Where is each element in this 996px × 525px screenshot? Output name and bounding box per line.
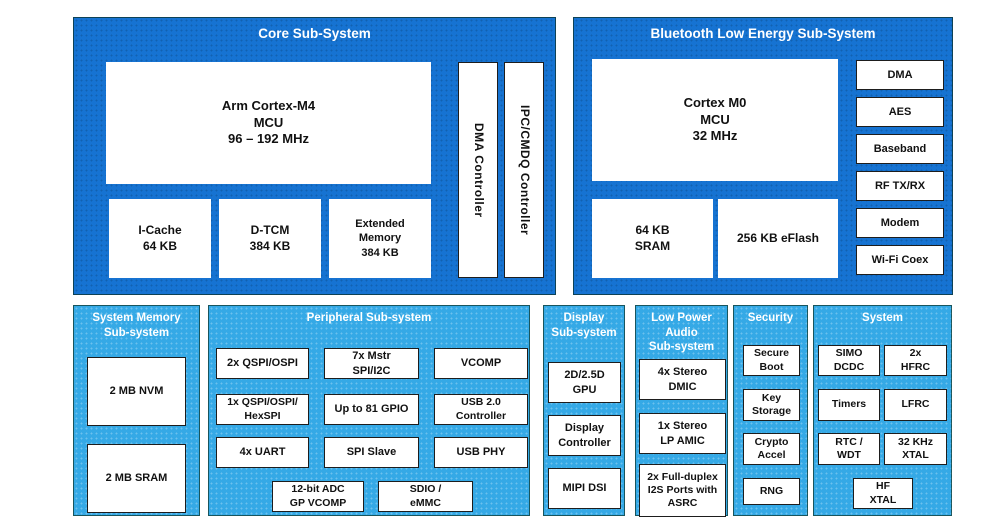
box-dtcm: D-TCM 384 KB [219,199,321,278]
box-ble-sram: 64 KB SRAM [592,199,713,278]
box-secure-boot: Secure Boot [743,345,800,376]
box-icache: I-Cache 64 KB [109,199,211,278]
box-display-controller: Display Controller [548,415,621,456]
ble-subsystem-title: Bluetooth Low Energy Sub-System [650,26,876,41]
core-subsystem-title: Core Sub-System [258,26,371,41]
box-qspi-ospi-hexspi: 1x QSPI/OSPI/ HexSPI [216,394,309,425]
box-qspi-ospi: 2x QSPI/OSPI [216,348,309,379]
box-ble-wifi-coex: Wi-Fi Coex [856,245,944,275]
box-rng: RNG [743,478,800,505]
box-32khz-xtal: 32 KHz XTAL [884,433,947,465]
display-subsystem-section: Display Sub-system 2D/2.5D GPU Display C… [543,305,625,516]
box-spi-slave: SPI Slave [324,437,419,468]
box-ble-dma: DMA [856,60,944,90]
system-memory-subsystem-section: System Memory Sub-system 2 MB NVM 2 MB S… [73,305,200,516]
box-adc-gp-vcomp: 12-bit ADC GP VCOMP [272,481,364,512]
box-simo-dcdc: SIMO DCDC [818,345,880,376]
box-cortex-m0-mcu: Cortex M0 MCU 32 MHz [592,59,838,181]
box-uart: 4x UART [216,437,309,468]
security-title: Security [747,312,794,324]
box-i2s-asrc: 2x Full-duplex I2S Ports with ASRC [639,464,726,517]
box-mstr-spi-i2c: 7x Mstr SPI/I2C [324,348,419,379]
box-dma-controller: DMA Controller [458,62,498,278]
box-key-storage: Key Storage [743,389,800,421]
box-ble-rf-tx-rx: RF TX/RX [856,171,944,201]
box-hf-xtal: HF XTAL [853,478,913,509]
box-gpu: 2D/2.5D GPU [548,362,621,403]
box-rtc-wdt: RTC / WDT [818,433,880,465]
box-ble-eflash: 256 KB eFlash [718,199,838,278]
box-stereo-dmic: 4x Stereo DMIC [639,359,726,400]
display-title: Display Sub-system [551,312,617,339]
core-subsystem-section: Core Sub-System Arm Cortex-M4 MCU 96 – 1… [73,17,556,295]
box-ble-modem: Modem [856,208,944,238]
box-extended-memory: Extended Memory 384 KB [329,199,431,278]
box-lfrc: LFRC [884,389,947,421]
box-crypto-accel: Crypto Accel [743,433,800,465]
box-ble-baseband: Baseband [856,134,944,164]
box-sdio-emmc: SDIO / eMMC [378,481,473,512]
system-section: System SIMO DCDC 2x HFRC Timers LFRC RTC… [813,305,952,516]
box-usb-phy: USB PHY [434,437,528,468]
system-title: System [862,312,903,324]
box-vcomp: VCOMP [434,348,528,379]
box-timers: Timers [818,389,880,421]
peripheral-title: Peripheral Sub-system [306,312,432,324]
box-ble-aes: AES [856,97,944,127]
ble-subsystem-section: Bluetooth Low Energy Sub-System Cortex M… [573,17,953,295]
box-gpio: Up to 81 GPIO [324,394,419,425]
peripheral-subsystem-section: Peripheral Sub-system 2x QSPI/OSPI 7x Ms… [208,305,530,516]
box-usb-controller: USB 2.0 Controller [434,394,528,425]
security-section: Security Secure Boot Key Storage Crypto … [733,305,808,516]
box-stereo-lp-amic: 1x Stereo LP AMIC [639,413,726,454]
box-nvm: 2 MB NVM [87,357,186,426]
box-arm-cortex-m4-mcu: Arm Cortex-M4 MCU 96 – 192 MHz [106,62,431,184]
system-memory-title: System Memory Sub-system [92,312,181,339]
box-ipc-cmdq-controller: IPC/CMDQ Controller [504,62,544,278]
audio-subsystem-section: Low Power Audio Sub-system 4x Stereo DMI… [635,305,728,517]
box-mipi-dsi: MIPI DSI [548,468,621,509]
audio-title: Low Power Audio Sub-system [648,312,715,354]
box-sram: 2 MB SRAM [87,444,186,513]
box-hfrc: 2x HFRC [884,345,947,376]
